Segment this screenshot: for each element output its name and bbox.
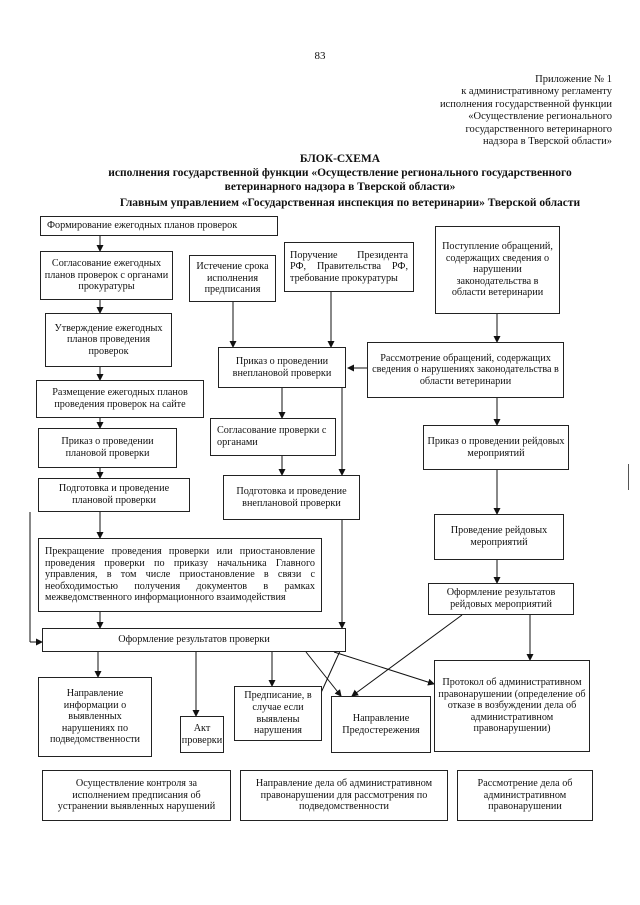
box-receipt-of-appeals: Поступление обращений, содержащих сведен…: [435, 226, 560, 314]
document-subtitle-line: ветеринарного надзора в Тверской области…: [224, 181, 456, 193]
box-termination-suspension: Прекращение проведения проверки или прио…: [38, 538, 322, 612]
box-consider-case: Рассмотрение дела об административном пр…: [457, 770, 593, 821]
annex-line: Приложение № 1: [535, 74, 612, 85]
box-publish-plans: Размещение ежегодных планов проведения п…: [36, 380, 204, 418]
box-inspection-results: Оформление результатов проверки: [42, 628, 346, 652]
box-control-execution: Осуществление контроля за исполнением пр…: [42, 770, 231, 821]
box-send-violation-info: Направление информации о выявленных нару…: [38, 677, 152, 757]
box-presidential-instruction: Поручение Президента РФ, Правительства Р…: [284, 242, 414, 292]
box-order-unplanned-inspection: Приказ о проведении внеплановой проверки: [218, 347, 346, 388]
box-agree-plans-prosecutor: Согласование ежегодных планов проверок с…: [40, 251, 173, 300]
box-send-case: Направление дела об административном пра…: [240, 770, 448, 821]
page-number: 83: [314, 50, 326, 62]
box-form-annual-plans: Формирование ежегодных планов проверок: [40, 216, 278, 236]
annex-heading: Приложение № 1 к административному регла…: [380, 74, 612, 148]
box-order-planned-inspection: Приказ о проведении плановой проверки: [38, 428, 177, 468]
annex-line: к административному регламенту: [461, 86, 612, 98]
box-prepare-unplanned-inspection: Подготовка и проведение внеплановой пров…: [223, 475, 360, 520]
box-approve-plans: Утверждение ежегодных планов проведения …: [45, 313, 172, 367]
document-subtitle-line: Главным управлением «Государственная инс…: [119, 197, 581, 209]
box-raid-results: Оформление результатов рейдовых мероприя…: [428, 583, 574, 615]
box-warning: Направление Предостережения: [331, 696, 431, 753]
box-inspection-act: Акт проверки: [180, 716, 224, 753]
box-administrative-protocol: Протокол об административном правонаруше…: [434, 660, 590, 752]
box-prescription: Предписание, в случае если выявлены нару…: [234, 686, 322, 741]
annex-line: «Осуществление регионального: [468, 111, 612, 123]
box-order-raid: Приказ о проведении рейдовых мероприятий: [423, 425, 569, 470]
document-title: БЛОК-СХЕМА: [299, 153, 381, 165]
document-subtitle-line: исполнения государственной функции «Осущ…: [108, 167, 572, 179]
scan-artifact-mark: [628, 464, 629, 490]
annex-line: государственного ветеринарного: [465, 123, 612, 135]
box-conduct-raid: Проведение рейдовых мероприятий: [434, 514, 564, 560]
box-agree-prosecutor: Согласование проверки с органами: [210, 418, 336, 456]
box-term-expiry: Истечение срока исполнения предписания: [189, 255, 276, 302]
annex-line: исполнения государственной функции: [439, 98, 612, 110]
annex-line: надзора в Тверской области»: [483, 136, 612, 148]
box-prepare-planned-inspection: Подготовка и проведение плановой проверк…: [38, 478, 190, 512]
box-review-appeals: Рассмотрение обращений, содержащих сведе…: [367, 342, 564, 398]
